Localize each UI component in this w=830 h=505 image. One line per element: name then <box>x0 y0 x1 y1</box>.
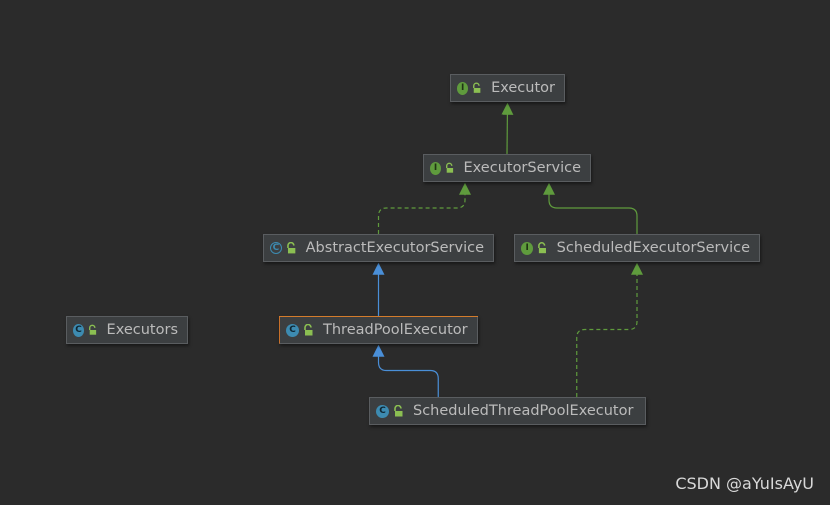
unlock-icon <box>394 405 403 417</box>
class-icon: C <box>73 323 85 337</box>
node-label: AbstractExecutorService <box>305 240 484 256</box>
node-abstract-executor-service[interactable]: C AbstractExecutorService <box>263 234 494 262</box>
edge-extends <box>543 182 638 234</box>
unlock-icon <box>473 82 481 93</box>
node-thread-pool-executor[interactable]: C ThreadPoolExecutor <box>279 316 478 344</box>
node-executor[interactable]: I Executor <box>450 74 565 102</box>
unlock-icon <box>304 324 313 336</box>
edge-extends <box>501 102 514 155</box>
node-executors[interactable]: C Executors <box>66 316 188 344</box>
node-label: ScheduledThreadPoolExecutor <box>413 403 634 419</box>
node-scheduled-thread-pool-executor[interactable]: C ScheduledThreadPoolExecutor <box>369 397 646 425</box>
unlock-icon <box>89 324 97 335</box>
watermark: CSDN @aYuIsAyU <box>675 474 814 493</box>
interface-icon: I <box>521 241 534 255</box>
unlock-icon <box>287 242 296 254</box>
node-executor-service[interactable]: I ExecutorService <box>423 154 591 182</box>
edge-implements <box>377 182 471 234</box>
node-label: ThreadPoolExecutor <box>323 322 468 338</box>
abstract-class-icon: C <box>270 242 282 254</box>
edge-extends-class <box>372 344 439 397</box>
class-icon: C <box>286 323 299 337</box>
class-icon: C <box>376 404 389 418</box>
edge-implements <box>576 262 643 397</box>
node-label: Executors <box>106 322 178 338</box>
interface-icon: I <box>457 81 469 95</box>
node-label: Executor <box>491 80 555 96</box>
node-scheduled-executor-service[interactable]: I ScheduledExecutorService <box>514 234 760 262</box>
unlock-icon <box>446 162 454 173</box>
node-label: ScheduledExecutorService <box>556 240 750 256</box>
unlock-icon <box>538 242 547 254</box>
interface-icon: I <box>430 161 442 175</box>
node-label: ExecutorService <box>463 160 582 176</box>
